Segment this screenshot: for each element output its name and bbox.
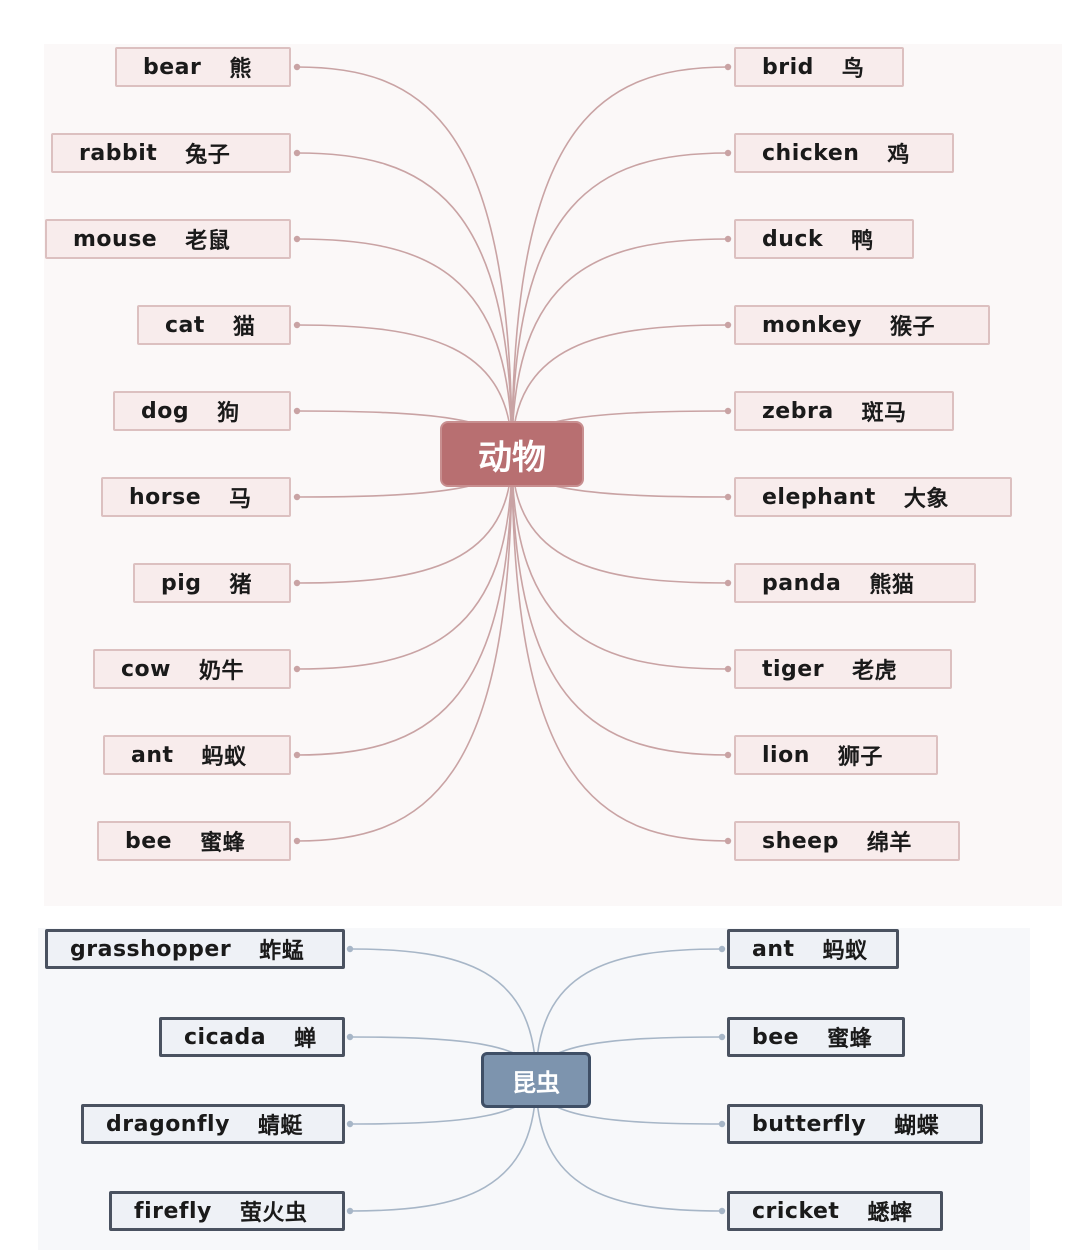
node-english-label: monkey (762, 312, 863, 338)
node-english-label: rabbit (79, 140, 158, 166)
node-english-label: dragonfly (106, 1111, 230, 1137)
node-chinese-label: 狮子 (837, 745, 883, 770)
insects-left-node-firefly[interactable]: firefly 萤火虫 (109, 1191, 345, 1231)
node-chinese-label: 萤火虫 (239, 1201, 308, 1226)
animals-right-node-lion[interactable]: lion 狮子 (734, 735, 938, 775)
node-chinese-label: 熊 (229, 57, 252, 82)
animals-right-node-tiger[interactable]: tiger 老虎 (734, 649, 952, 689)
animals-right-node-brid[interactable]: brid 鸟 (734, 47, 904, 87)
animals-left-node-bee[interactable]: bee 蜜蜂 (97, 821, 291, 861)
node-english-label: cricket (752, 1198, 840, 1224)
node-chinese-label: 兔子 (185, 143, 231, 168)
node-chinese-label: 鸡 (887, 143, 910, 168)
node-chinese-label: 蜜蜂 (827, 1027, 873, 1052)
node-english-label: butterfly (752, 1111, 867, 1137)
node-english-label: sheep (762, 828, 839, 854)
node-chinese-label: 蜻蜓 (257, 1114, 303, 1139)
node-english-label: ant (131, 742, 174, 768)
node-chinese-label: 狗 (217, 401, 240, 426)
animals-center-node[interactable]: 动物 (440, 421, 584, 487)
insects-right-node-cricket[interactable]: cricket 蟋蟀 (727, 1191, 943, 1231)
node-chinese-label: 蜜蜂 (200, 831, 246, 856)
node-english-label: ant (752, 936, 795, 962)
node-english-label: tiger (762, 656, 825, 682)
insects-right-node-butterfly[interactable]: butterfly 蝴蝶 (727, 1104, 983, 1144)
node-chinese-label: 蝴蝶 (894, 1114, 940, 1139)
node-english-label: pig (161, 570, 202, 596)
node-english-label: grasshopper (70, 936, 232, 962)
insects-center-node[interactable]: 昆虫 (481, 1052, 591, 1108)
node-english-label: cicada (184, 1024, 267, 1050)
animals-left-node-cat[interactable]: cat 猫 (137, 305, 291, 345)
node-chinese-label: 蟋蟀 (867, 1201, 913, 1226)
insects-left-node-grasshopper[interactable]: grasshopper 蚱蜢 (45, 929, 345, 969)
animals-right-node-sheep[interactable]: sheep 绵羊 (734, 821, 960, 861)
node-english-label: panda (762, 570, 842, 596)
animals-left-node-horse[interactable]: horse 马 (101, 477, 291, 517)
animals-left-node-pig[interactable]: pig 猪 (133, 563, 291, 603)
node-english-label: zebra (762, 398, 834, 424)
animals-right-node-panda[interactable]: panda 熊猫 (734, 563, 976, 603)
insects-left-node-dragonfly[interactable]: dragonfly 蜻蜓 (81, 1104, 345, 1144)
node-chinese-label: 斑马 (861, 401, 907, 426)
node-english-label: lion (762, 742, 810, 768)
node-chinese-label: 鸟 (841, 57, 865, 82)
insects-right-node-ant[interactable]: ant 蚂蚁 (727, 929, 899, 969)
node-chinese-label: 鸭 (851, 229, 874, 254)
animals-left-node-mouse[interactable]: mouse 老鼠 (45, 219, 291, 259)
animals-right-node-chicken[interactable]: chicken 鸡 (734, 133, 954, 173)
node-english-label: bear (143, 54, 202, 80)
node-chinese-label: 蚂蚁 (822, 939, 868, 964)
node-chinese-label: 老虎 (852, 659, 898, 684)
node-english-label: chicken (762, 140, 860, 166)
animals-left-node-rabbit[interactable]: rabbit 兔子 (51, 133, 291, 173)
node-chinese-label: 蚱蜢 (259, 939, 305, 964)
animals-right-node-monkey[interactable]: monkey 猴子 (734, 305, 990, 345)
node-chinese-label: 马 (229, 487, 252, 512)
animals-left-node-ant[interactable]: ant 蚂蚁 (103, 735, 291, 775)
animals-right-node-duck[interactable]: duck 鸭 (734, 219, 914, 259)
node-chinese-label: 奶牛 (198, 659, 244, 684)
node-english-label: bee (125, 828, 173, 854)
node-english-label: duck (762, 226, 824, 252)
node-english-label: brid (762, 54, 814, 80)
node-chinese-label: 绵羊 (866, 831, 912, 856)
animals-left-node-cow[interactable]: cow 奶牛 (93, 649, 291, 689)
animals-right-node-elephant[interactable]: elephant 大象 (734, 477, 1012, 517)
animals-left-node-dog[interactable]: dog 狗 (113, 391, 291, 431)
insects-left-node-cicada[interactable]: cicada 蝉 (159, 1017, 345, 1057)
node-chinese-label: 猴子 (890, 315, 936, 340)
node-english-label: elephant (762, 484, 876, 510)
animals-right-node-zebra[interactable]: zebra 斑马 (734, 391, 954, 431)
node-english-label: bee (752, 1024, 800, 1050)
node-chinese-label: 蝉 (294, 1027, 317, 1052)
animals-left-node-bear[interactable]: bear 熊 (115, 47, 291, 87)
node-chinese-label: 猪 (229, 573, 253, 598)
node-english-label: firefly (134, 1198, 212, 1224)
node-english-label: cow (121, 656, 171, 682)
node-chinese-label: 老鼠 (185, 229, 231, 254)
node-english-label: cat (165, 312, 205, 338)
node-chinese-label: 蚂蚁 (201, 745, 247, 770)
node-english-label: mouse (73, 226, 158, 252)
node-chinese-label: 猫 (232, 315, 256, 340)
node-english-label: dog (141, 398, 190, 424)
node-english-label: horse (129, 484, 202, 510)
node-chinese-label: 熊猫 (869, 573, 915, 598)
node-chinese-label: 大象 (903, 487, 949, 512)
insects-right-node-bee[interactable]: bee 蜜蜂 (727, 1017, 905, 1057)
